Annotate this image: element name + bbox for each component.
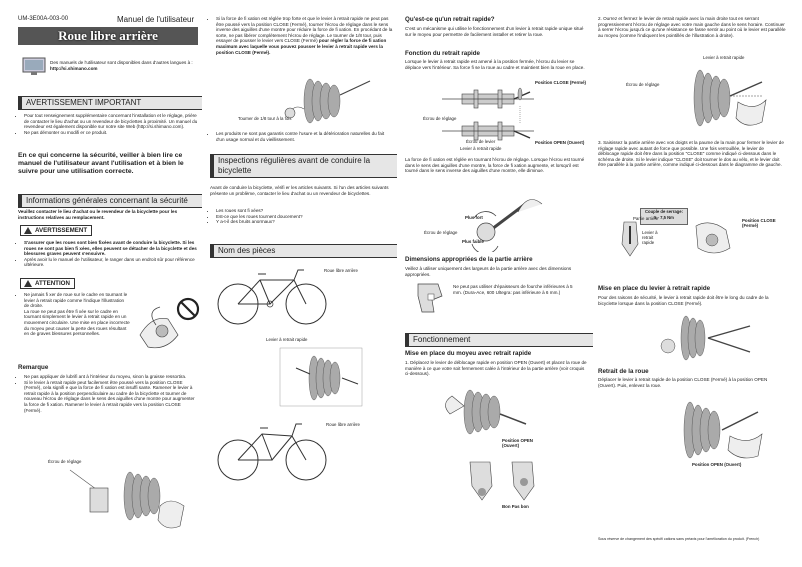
intro-text: Des manuels de l'utilisateur sont dispon… bbox=[50, 60, 198, 71]
warning-list: Pour tout renseignement supplémentaire c… bbox=[18, 113, 198, 135]
force-text-bold: pour régler la force de fi xation maximu… bbox=[216, 38, 387, 55]
heading-hub-install: Mise en place du moyeu avec retrait rapi… bbox=[405, 350, 532, 357]
inspect-item: Les roues sont fi xées? bbox=[216, 208, 393, 214]
section-warning: AVERTISSEMENT IMPORTANT bbox=[18, 96, 202, 110]
section-parts: Nom des pièces bbox=[210, 244, 397, 258]
manual-label: Manuel de l'utilisateur bbox=[117, 15, 195, 24]
step-3: 3. Saisissez la partie arrière avec vos … bbox=[598, 140, 784, 168]
tighten-illustration bbox=[693, 69, 767, 127]
tour-illustration bbox=[284, 78, 371, 124]
hub-diagram bbox=[442, 87, 534, 141]
attention-list: Ne jamais fi xer de roue sur le cadre en… bbox=[18, 292, 130, 337]
function-text: Lorsque le levier à retrait rapide est a… bbox=[405, 59, 585, 70]
city-bike-illustration bbox=[217, 423, 327, 481]
install-illustration bbox=[445, 389, 527, 435]
label-open-ouvert: Position OPEN (Ouvert) bbox=[535, 140, 585, 145]
label-ecrou-reglage: Écrou de réglage bbox=[48, 459, 82, 464]
hand-lever-illustration bbox=[139, 297, 200, 349]
section-fonctionnement: Fonctionnement bbox=[405, 333, 593, 347]
label-levier-retrait: Levier à retrait rapide bbox=[266, 337, 308, 342]
inspect-item: Y a-t-il des bruits anormaux? bbox=[216, 219, 393, 225]
label-bon-pas-bon: Bon Pas bon bbox=[502, 504, 529, 509]
guarantee-item: Les produits ne sont pas garantis contre… bbox=[216, 131, 393, 142]
safety-paragraph: En ce qui concerne la sécurité, veiller … bbox=[18, 152, 184, 175]
label-roue-libre-1: Roue libre arrière bbox=[324, 268, 358, 273]
warning-item: Pour tout renseignement supplémentaire c… bbox=[24, 113, 198, 130]
attention-item: Ne jamais fi xer de roue sur le cadre en… bbox=[24, 292, 130, 309]
footer-note: Sous réserve de changement des spécifi c… bbox=[598, 537, 760, 541]
road-bike-illustration bbox=[217, 269, 327, 325]
lever-position-left bbox=[621, 221, 639, 257]
hub-detail-illustration bbox=[279, 347, 363, 407]
warning-item: Ne pas démonter ou modifi er ce produit. bbox=[24, 130, 198, 136]
removal-illustration bbox=[683, 401, 763, 459]
avert-item: S'assurer que les roues sont bien fixées… bbox=[24, 240, 198, 257]
label-levier-5: Levier à retrait rapide bbox=[642, 230, 658, 245]
label-open-3: Position OPEN (Ouvert) bbox=[692, 462, 742, 467]
label-close-ferme: Position CLOSE (Fermé) bbox=[535, 80, 586, 85]
doc-code: UM-3E00A-003-00 bbox=[18, 16, 69, 22]
attention-item: La roue ne peut pas être fi xée sur le c… bbox=[24, 308, 130, 337]
torque-value: 5 - 7,5 Nm bbox=[654, 215, 674, 220]
monitor-icon bbox=[22, 57, 46, 75]
remarque-item: Si le levier à retrait rapide peut facil… bbox=[24, 380, 198, 414]
section-general-safety: Informations générales concernant la séc… bbox=[18, 194, 202, 208]
wheel-removal-text: Déplacer le levier à retrait rapide de l… bbox=[598, 377, 768, 388]
heading-wheel-removal: Retrait de la roue bbox=[598, 368, 649, 375]
label-ecrou-reglage-5: Écrou de réglage bbox=[626, 82, 660, 87]
section-inspect: Inspections régulières avant de conduire… bbox=[210, 154, 397, 178]
guarantee-list: Les produits ne sont pas garantis contre… bbox=[210, 131, 393, 142]
avert-item: Après avoir lu le manuel de l'utilisateu… bbox=[24, 257, 198, 268]
title-banner: Roue libre arrière bbox=[18, 27, 198, 45]
label-ecrou-reglage-3: Écrou de réglage bbox=[423, 116, 457, 121]
frame-lever-illustration bbox=[660, 315, 751, 361]
inspect-item: Est-ce que les roues tournent doucement? bbox=[216, 214, 393, 220]
remarque-title: Remarque bbox=[18, 364, 49, 371]
dimensions-text: Veillez à utiliser uniquement des largeu… bbox=[405, 266, 572, 277]
torque-label: Couple de serrage: bbox=[645, 209, 683, 214]
inspect-list: Les roues sont fi xées? Est-ce que les r… bbox=[210, 208, 393, 225]
label-partie-arriere: Partie arrière bbox=[633, 216, 659, 221]
label-plus-faible: Plus faible bbox=[462, 239, 484, 244]
heading-lever-install: Mise en place du levier à retrait rapide bbox=[598, 285, 711, 292]
adjust-direction-illustration bbox=[471, 199, 543, 252]
dropout-illustration bbox=[417, 283, 443, 313]
label-roue-libre-2: Roue libre arrière bbox=[326, 422, 360, 427]
label-close-2: Position CLOSE (Fermé) bbox=[742, 218, 776, 228]
label-plus-fort: Plus fort bbox=[465, 215, 483, 220]
step-1: 1. Déplacez le levier de déblocage rapid… bbox=[405, 360, 587, 377]
intro-sentence: Des manuels de l'utilisateur sont dispon… bbox=[50, 60, 193, 65]
avert-list: S'assurer que les roues sont bien fixées… bbox=[18, 240, 198, 268]
quick-release-text: C'est un mécanisme qui utilise le foncti… bbox=[405, 26, 584, 37]
lever-install-text: Pour des raisons de sécurité, le levier … bbox=[598, 295, 769, 306]
label-levier-4: Levier à retrait rapide bbox=[703, 55, 745, 60]
torque-box: Couple de serrage: 5 - 7,5 Nm bbox=[640, 208, 688, 225]
remarque-list: Ne pas appliquer de lubrifi ant à l'inté… bbox=[18, 374, 198, 413]
intro-url[interactable]: http://si.shimano.com bbox=[50, 65, 98, 71]
heading-dimensions: Dimensions appropriées de la partie arri… bbox=[405, 256, 533, 263]
label-open-2: Position OPEN (Ouvert) bbox=[502, 438, 533, 448]
lever-position-right bbox=[695, 222, 731, 254]
hub-adjust-illustration bbox=[69, 469, 185, 529]
force-text: Si la force de fi xation est réglée trop… bbox=[216, 16, 393, 44]
label-tour: Tourner de 1/8 tour à la fois bbox=[238, 116, 292, 121]
general-intro: Veuillez contacter le lieu d'achat ou le… bbox=[18, 209, 178, 220]
col2-top-text: Si la force de fi xation est réglée trop… bbox=[210, 16, 393, 55]
label-ecrou-reglage-4: Écrou de réglage bbox=[424, 230, 458, 235]
heading-function: Fonction du retrait rapide bbox=[405, 50, 480, 57]
inspect-intro: Avant de conduire la bicyclette, vérifi … bbox=[210, 185, 389, 196]
label-avertissement: AVERTISSEMENT bbox=[20, 225, 93, 236]
label-attention: ATTENTION bbox=[20, 278, 75, 289]
label-levier-rr: Levier à retrait rapide bbox=[460, 146, 502, 151]
page-title: Roue libre arrière bbox=[58, 28, 158, 43]
heading-quick-release: Qu'est-ce qu'un retrait rapide? bbox=[405, 16, 495, 23]
force-adjust-text: La force de fi xation est réglée en tour… bbox=[405, 157, 585, 174]
label-ecrou-levier: Écrou de levier bbox=[466, 139, 496, 144]
good-bad-illustration bbox=[469, 461, 535, 501]
step-2: 2. Ourrez et fermez le levier de retrait… bbox=[598, 16, 786, 38]
dimension-note: Ne peut pas utiliser d'épaisseurs de fou… bbox=[453, 284, 573, 295]
remarque-item: Ne pas appliquer de lubrifi ant à l'inté… bbox=[24, 374, 198, 380]
